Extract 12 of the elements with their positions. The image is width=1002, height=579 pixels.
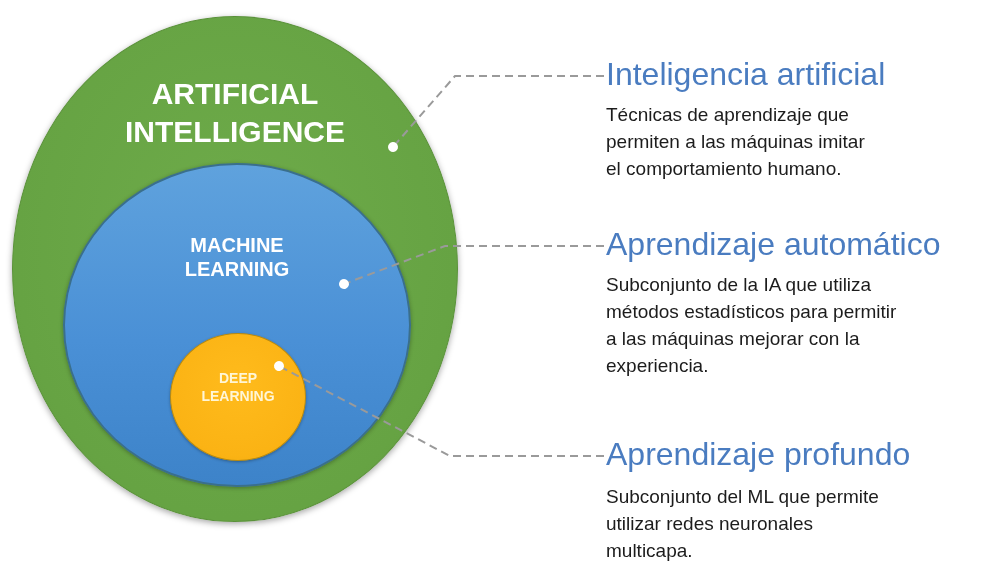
description-text: Subconjunto de la IA que utiliza métodos estadísticos para permitir a las máquinas mejorar con la experiencia.: [606, 273, 898, 378]
ellipse-label: DEEP LEARNING: [200, 369, 276, 405]
leader-line: [339, 245, 605, 289]
ellipse-label: ARTIFICIAL INTELLIGENCE: [124, 76, 346, 150]
leader-line: [388, 75, 605, 152]
leader-line: [274, 361, 605, 457]
section-heading: Aprendizaje profundo: [606, 435, 911, 474]
description-text: Técnicas de aprendizaje que permiten a las máquinas imitar el comportamiento humano.: [606, 103, 866, 181]
section-heading: Inteligencia artificial: [606, 55, 886, 94]
description-text: Subconjunto del ML que permite utilizar redes neuronales multicapa.: [606, 485, 880, 563]
section-heading: Aprendizaje automático: [606, 225, 941, 264]
ellipse-label: MACHINE LEARNING: [183, 233, 291, 281]
